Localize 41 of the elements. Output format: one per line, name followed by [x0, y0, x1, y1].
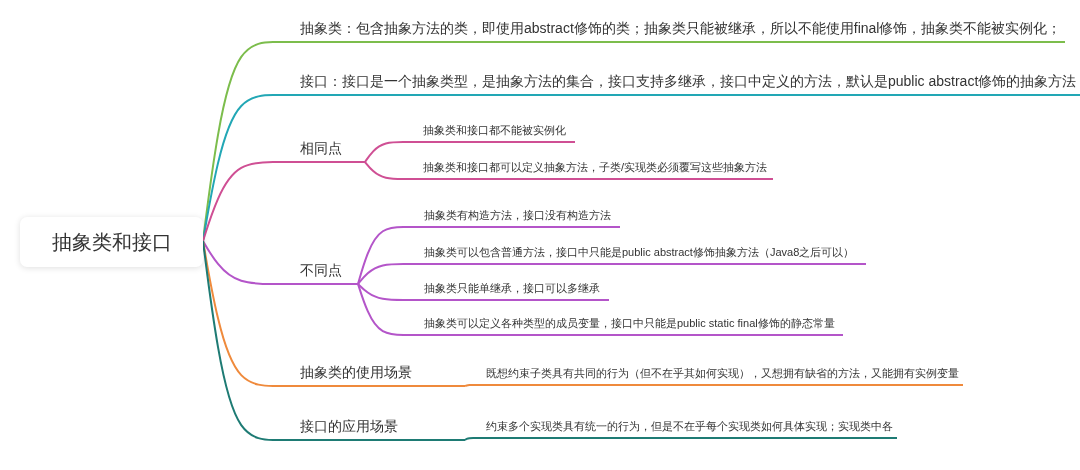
branch-topic: [280, 261, 358, 285]
topic-text: 抽象类只能单继承，接口可以多继承: [424, 281, 600, 296]
branch-connector: [202, 240, 281, 285]
topic-text: 抽象类的使用场景: [300, 363, 412, 381]
topic-text: 既想约束子类具有共同的行为（但不在乎其如何实现），又想拥有缺省的方法，又能拥有实例变量: [486, 366, 959, 381]
branch-connector: [364, 161, 408, 180]
subtopic: [408, 208, 620, 228]
subtopic: [408, 281, 609, 301]
topic-text: 不同点: [300, 261, 342, 279]
branch-connector: [357, 283, 409, 336]
branch-connector: [464, 437, 475, 441]
topic-text: 抽象类和接口: [51, 229, 172, 255]
topic-text: 抽象类可以定义各种类型的成员变量，接口中只能是public static final修饰的静态常量: [424, 316, 835, 331]
subtopic: [407, 123, 575, 143]
topic-text: 相同点: [300, 139, 342, 157]
branch-connector: [202, 240, 281, 441]
subtopic: [474, 419, 897, 439]
branch-topic: [280, 139, 365, 163]
topic-text: 抽象类：包含抽象方法的类，即使用abstract修饰的类；抽象类只能被继承，所以不能使用final修饰，抽象类不能被实例化；: [300, 19, 1062, 37]
branch-connector: [202, 161, 281, 242]
branch-connector: [357, 263, 409, 285]
topic-text: 接口：接口是一个抽象类型，是抽象方法的集合，接口支持多继承，接口中定义的方法，默认是public abstract修饰的抽象方法: [300, 72, 1077, 90]
branch-topic: [280, 72, 1080, 96]
branch-connector: [464, 384, 475, 387]
subtopic: [407, 160, 773, 180]
topic-text: 抽象类和接口都可以定义抽象方法，子类/实现类必须覆写这些抽象方法: [423, 160, 768, 175]
topic-text: 约束多个实现类具有统一的行为，但是不在乎每个实现类如何具体实现；实现类中各: [486, 419, 893, 434]
subtopic: [408, 316, 843, 336]
topic-text: 抽象类有构造方法，接口没有构造方法: [424, 208, 611, 223]
topic-text: 接口的应用场景: [300, 417, 398, 435]
branch-topic: [280, 363, 465, 387]
branch-connector: [357, 283, 409, 301]
branch-topic: [280, 19, 1066, 43]
branch-topic: [280, 417, 465, 441]
central-topic: [20, 217, 203, 267]
branch-connector: [364, 141, 408, 163]
subtopic: [474, 366, 963, 386]
branch-connector: [357, 226, 409, 285]
topic-text: 抽象类可以包含普通方法，接口中只能是public abstract修饰抽象方法（Java8之后可以）: [424, 245, 855, 260]
topic-text: 抽象类和接口都不能被实例化: [423, 123, 566, 138]
subtopic: [408, 245, 866, 265]
